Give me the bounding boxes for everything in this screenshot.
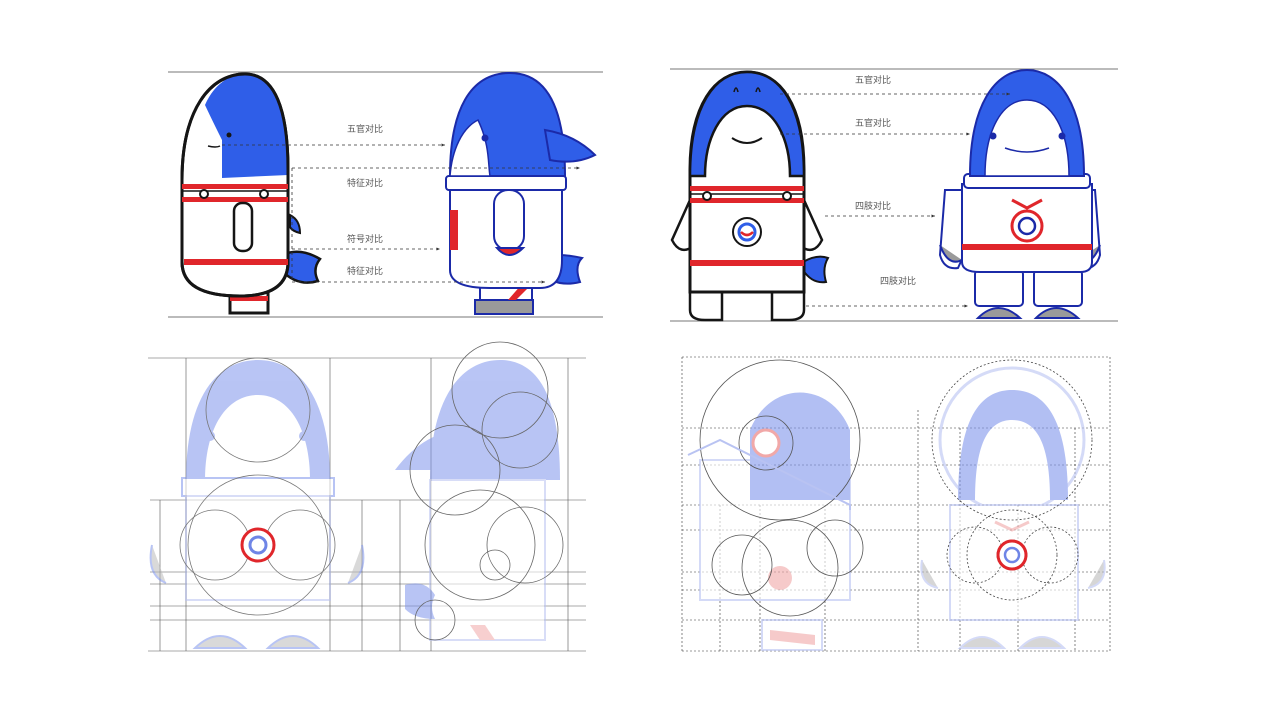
faded-side-mascot-right <box>699 392 851 651</box>
label-symbol-compare: 符号对比 <box>347 233 383 245</box>
label-traits-compare-2: 特征对比 <box>347 265 383 277</box>
label-features-compare-front: 五官对比 <box>855 74 891 86</box>
panel-front-comparison: 五官对比 五官对比 四肢对比 四肢对比 <box>670 68 1118 322</box>
panel-construction-grid-left <box>148 341 586 652</box>
annotations-top-left: 五官对比 特征对比 符号对比 特征对比 <box>222 123 580 284</box>
old-mascot-side-view <box>180 72 322 315</box>
label-limbs-compare-2: 四肢对比 <box>880 275 916 287</box>
label-features-compare: 五官对比 <box>347 123 383 135</box>
panel-construction-grid-right <box>681 356 1111 652</box>
faded-side-mascot <box>395 360 560 641</box>
label-features-compare-front-2: 五官对比 <box>855 117 891 129</box>
panel-side-comparison: 五官对比 特征对比 符号对比 特征对比 <box>168 71 603 318</box>
faded-front-mascot <box>149 360 365 649</box>
old-mascot-front-view <box>670 70 830 322</box>
faded-front-mascot-right <box>920 366 1106 649</box>
label-traits-compare: 特征对比 <box>347 177 383 189</box>
label-limbs-compare: 四肢对比 <box>855 200 891 212</box>
annotations-top-right: 五官对比 五官对比 四肢对比 四肢对比 <box>780 74 1010 308</box>
new-mascot-front-view <box>938 68 1102 319</box>
new-mascot-side-view <box>445 71 597 315</box>
